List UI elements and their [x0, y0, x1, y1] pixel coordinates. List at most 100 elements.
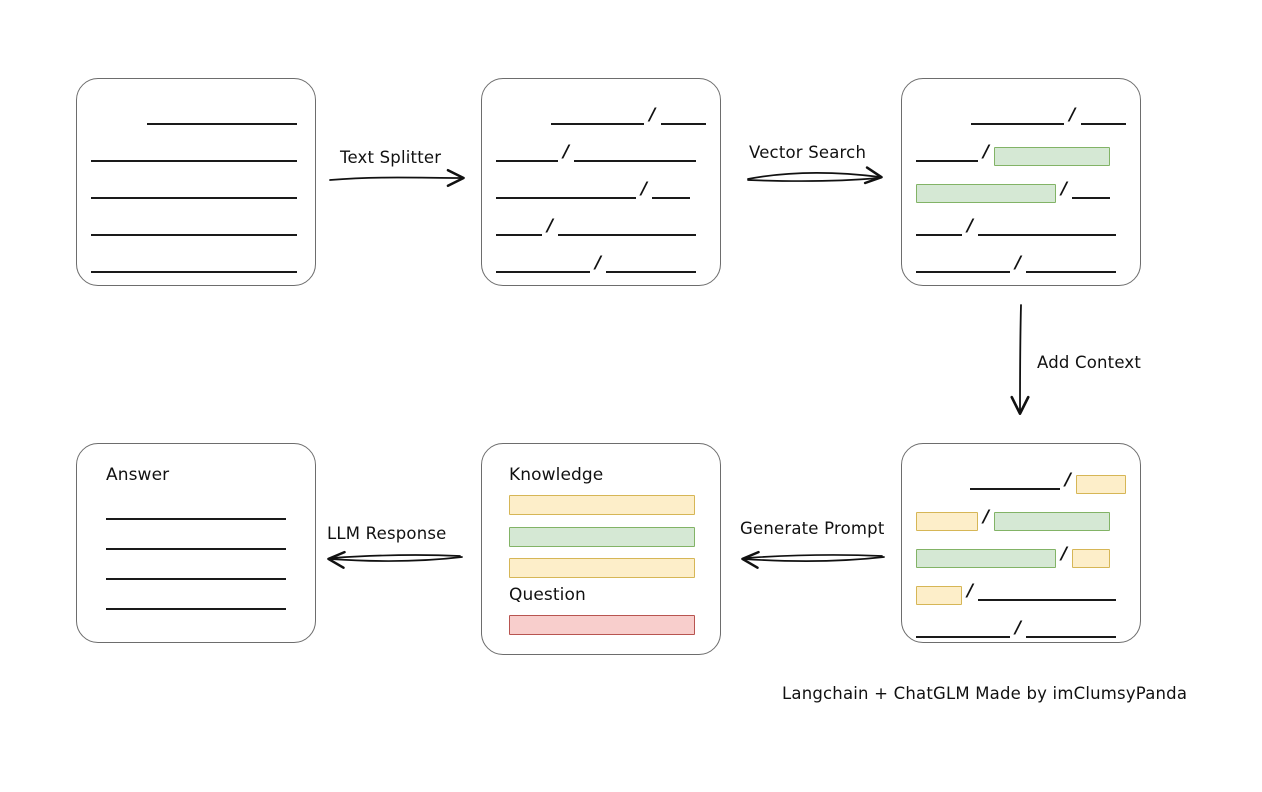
chunk-separator-icon: /	[563, 142, 570, 162]
node-split-chunks[interactable]: / / / / /	[481, 78, 721, 286]
doc-row: /	[916, 470, 1126, 494]
text-line-segment	[1080, 123, 1126, 125]
chunk-separator-icon: /	[1069, 105, 1076, 125]
text-line-segment	[558, 234, 697, 236]
doc-row: /	[916, 179, 1126, 203]
text-line-segment	[91, 160, 297, 162]
text-line-segment	[496, 234, 542, 236]
arrow-vector-search	[747, 166, 883, 185]
node-source-document[interactable]	[76, 78, 316, 286]
doc-row: /	[496, 105, 706, 127]
text-line-segment	[978, 234, 1117, 236]
doc-row: /	[496, 216, 706, 238]
arrow-label-generate-prompt: Generate Prompt	[740, 519, 885, 538]
arrow-llm-response	[327, 550, 463, 569]
knowledge-bar-1[interactable]	[509, 495, 695, 515]
knowledge-bar-2[interactable]	[509, 527, 695, 547]
text-line-segment	[91, 271, 297, 273]
text-line-segment	[606, 271, 697, 273]
text-line-segment	[551, 123, 645, 125]
arrow-text-splitter	[329, 168, 465, 188]
doc-row	[91, 253, 301, 275]
text-line-segment	[1026, 636, 1117, 638]
row-indent	[496, 116, 551, 117]
footer-credit: Langchain + ChatGLM Made by imClumsyPand…	[782, 684, 1188, 703]
chunk-separator-icon: /	[1015, 618, 1022, 638]
node-generated-prompt[interactable]: Knowledge Question	[481, 443, 721, 655]
chunk-separator-icon: /	[1061, 179, 1068, 199]
doc-row: /	[496, 142, 706, 164]
text-line-segment	[916, 636, 1010, 638]
doc-row: /	[916, 507, 1126, 531]
text-line-segment	[971, 123, 1065, 125]
doc-row: /	[916, 581, 1126, 605]
text-line-segment	[496, 271, 590, 273]
source-document-rows	[77, 79, 315, 285]
chunk-separator-icon: /	[983, 507, 990, 527]
doc-row	[91, 179, 301, 201]
text-line-segment	[91, 234, 297, 236]
chunk-separator-icon: /	[595, 253, 602, 273]
chunk-separator-icon: /	[1061, 544, 1068, 564]
text-line-segment	[916, 160, 978, 162]
chunk-separator-icon: /	[641, 179, 648, 199]
doc-row: /	[496, 179, 706, 201]
doc-row	[91, 142, 301, 164]
text-line-segment	[660, 123, 706, 125]
arrow-label-add-context: Add Context	[1037, 353, 1142, 372]
arrow-label-text-splitter: Text Splitter	[340, 148, 442, 167]
chunk-separator-icon: /	[1064, 470, 1072, 490]
text-line-segment	[1072, 197, 1111, 199]
node-answer[interactable]: Answer	[76, 443, 316, 643]
row-indent	[916, 116, 971, 117]
highlighted-chunk-yellow[interactable]	[1076, 475, 1126, 494]
split-chunks-rows: / / / / /	[482, 79, 720, 285]
row-indent	[91, 116, 147, 117]
text-line-segment	[978, 599, 1117, 601]
highlighted-chunk-yellow[interactable]	[916, 586, 962, 605]
text-line-segment	[496, 197, 636, 199]
knowledge-bar-3[interactable]	[509, 558, 695, 578]
text-line-segment	[574, 160, 697, 162]
doc-row	[91, 216, 301, 238]
arrow-add-context	[1010, 304, 1030, 415]
arrow-generate-prompt	[741, 550, 885, 569]
doc-row: /	[916, 216, 1126, 238]
text-line-segment	[496, 160, 558, 162]
answer-line-3	[106, 578, 286, 580]
chunk-separator-icon: /	[1015, 253, 1022, 273]
arrow-label-llm-response: LLM Response	[327, 524, 447, 543]
answer-line-4	[106, 608, 286, 610]
highlighted-chunk-green[interactable]	[994, 512, 1111, 531]
text-line-segment	[916, 234, 962, 236]
highlighted-chunk-green[interactable]	[916, 549, 1056, 568]
node-matched-chunks[interactable]: / / / / /	[901, 78, 1141, 286]
doc-row: /	[916, 618, 1126, 640]
highlighted-chunk-yellow[interactable]	[916, 512, 978, 531]
node-context-chunks[interactable]: / / / / /	[901, 443, 1141, 643]
arrow-label-vector-search: Vector Search	[749, 143, 867, 162]
context-chunks-rows: / / / / /	[902, 444, 1140, 642]
question-bar-1[interactable]	[509, 615, 695, 635]
answer-line-2	[106, 548, 286, 550]
row-indent	[916, 481, 970, 482]
doc-row	[91, 105, 301, 127]
highlighted-chunk-green[interactable]	[916, 184, 1056, 203]
answer-label: Answer	[106, 465, 170, 485]
text-line-segment	[1026, 271, 1117, 273]
doc-row: /	[496, 253, 706, 275]
answer-line-1	[106, 518, 286, 520]
text-line-segment	[91, 197, 297, 199]
chunk-separator-icon: /	[983, 142, 990, 162]
text-line-segment	[969, 488, 1060, 490]
highlighted-chunk-green[interactable]	[994, 147, 1111, 166]
doc-row: /	[916, 142, 1126, 166]
doc-row: /	[916, 544, 1126, 568]
question-label: Question	[509, 585, 586, 605]
text-line-segment	[652, 197, 691, 199]
chunk-separator-icon: /	[547, 216, 554, 236]
highlighted-chunk-yellow[interactable]	[1072, 549, 1111, 568]
text-line-segment	[147, 123, 297, 125]
doc-row: /	[916, 105, 1126, 127]
